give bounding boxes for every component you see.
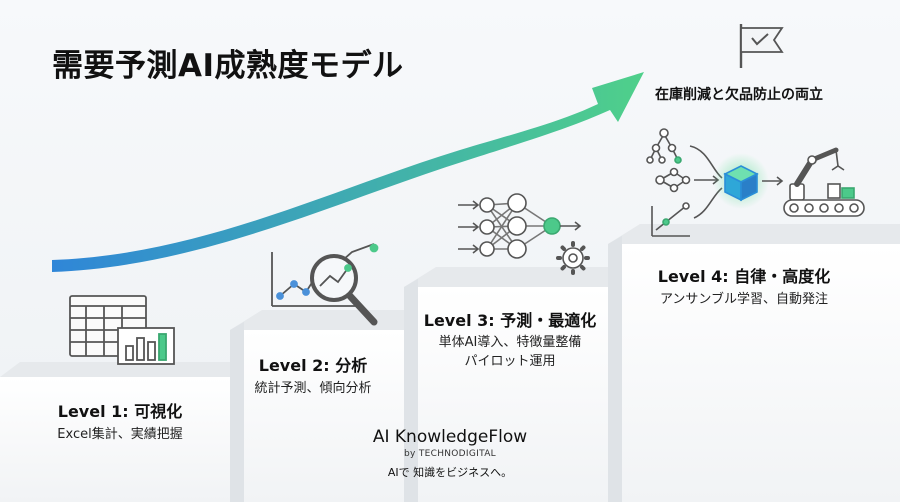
magnifier-chart-icon	[271, 243, 379, 326]
brand-byline: by TECHNODIGITAL	[404, 449, 496, 459]
spreadsheet-chart-icon	[69, 295, 175, 365]
flag-icon	[739, 24, 784, 68]
brand-tagline: AIで 知識をビジネスへ。	[387, 466, 513, 479]
neural-network-icon	[458, 193, 590, 275]
level-2-title: Level 2: 分析	[258, 356, 368, 375]
level-3-title: Level 3: 予測・最適化	[423, 311, 597, 330]
brand-name: AI KnowledgeFlow	[372, 427, 528, 447]
ensemble-robot-icon	[646, 128, 865, 237]
staircase	[0, 224, 900, 502]
gear-icon	[556, 241, 590, 275]
level-2-desc: 統計予測、傾向分析	[254, 381, 372, 396]
growth-arrow	[52, 72, 644, 272]
page-title: 需要予測AI成熟度モデル	[52, 48, 404, 84]
level-4-title: Level 4: 自律・高度化	[657, 267, 831, 286]
level-1-title: Level 1: 可視化	[57, 402, 183, 421]
goal-label: 在庫削減と欠品防止の両立	[655, 87, 823, 103]
level-3-desc-1: 単体AI導入、特徴量整備	[438, 335, 582, 350]
level-1-desc: Excel集計、実績把握	[57, 427, 183, 442]
level-3-desc-2: パイロット運用	[464, 354, 556, 369]
level-4-desc: アンサンブル学習、自動発注	[659, 292, 829, 307]
